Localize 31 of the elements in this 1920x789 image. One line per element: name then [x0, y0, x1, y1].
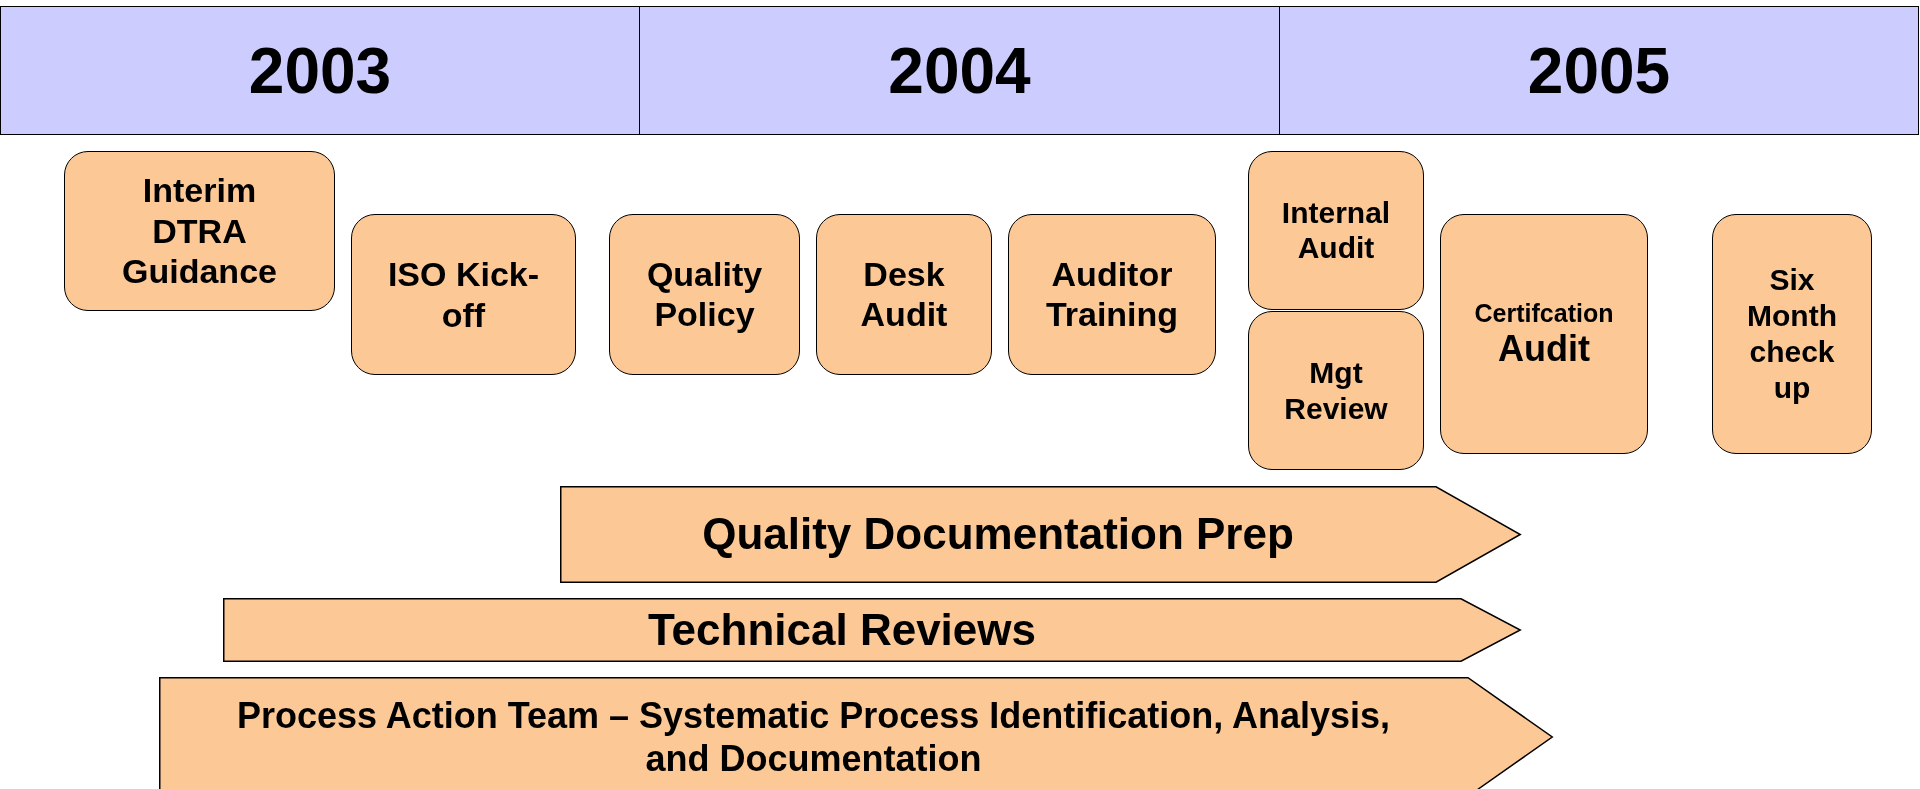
year-label: 2003: [248, 33, 392, 108]
milestone-box: [351, 214, 576, 375]
phase-label: Technical Reviews: [648, 603, 1036, 656]
milestone-label: Certifcation: [1474, 298, 1614, 328]
milestone-label: Internal Audit: [1280, 196, 1392, 265]
milestone-box: [1008, 214, 1216, 375]
milestone-label: Desk Audit: [859, 255, 949, 334]
milestone-box: [1440, 214, 1648, 454]
phase-label: Quality Documentation Prep: [702, 508, 1294, 561]
milestone-box: [816, 214, 992, 375]
phase-banner: [223, 598, 1521, 662]
milestone-label: Auditor Training: [1044, 255, 1180, 334]
phase-label: Process Action Team – Systematic Process Identification, Analysis, and Documentation: [235, 693, 1392, 781]
milestone-label: Interim DTRA Guidance: [121, 169, 278, 293]
year-label: 2004: [888, 33, 1031, 108]
year-label: 2005: [1527, 33, 1671, 108]
milestone-label: Quality Policy: [645, 255, 764, 334]
milestone-label: Audit: [1498, 327, 1590, 370]
year-header: [639, 6, 1280, 135]
year-header: [1279, 6, 1919, 135]
milestone-box: [609, 214, 800, 375]
phase-banner: [159, 677, 1553, 789]
milestone-box: [1712, 214, 1872, 454]
milestone-label: ISO Kick-off: [386, 253, 541, 336]
milestone-label: Six Month check up: [1747, 262, 1837, 406]
year-header: [0, 6, 640, 135]
phase-banner: [560, 486, 1521, 583]
milestone-box: [1248, 311, 1424, 470]
milestone-label: Mgt Review: [1283, 354, 1389, 427]
milestone-box: [1248, 151, 1424, 310]
milestone-box: [64, 151, 335, 311]
